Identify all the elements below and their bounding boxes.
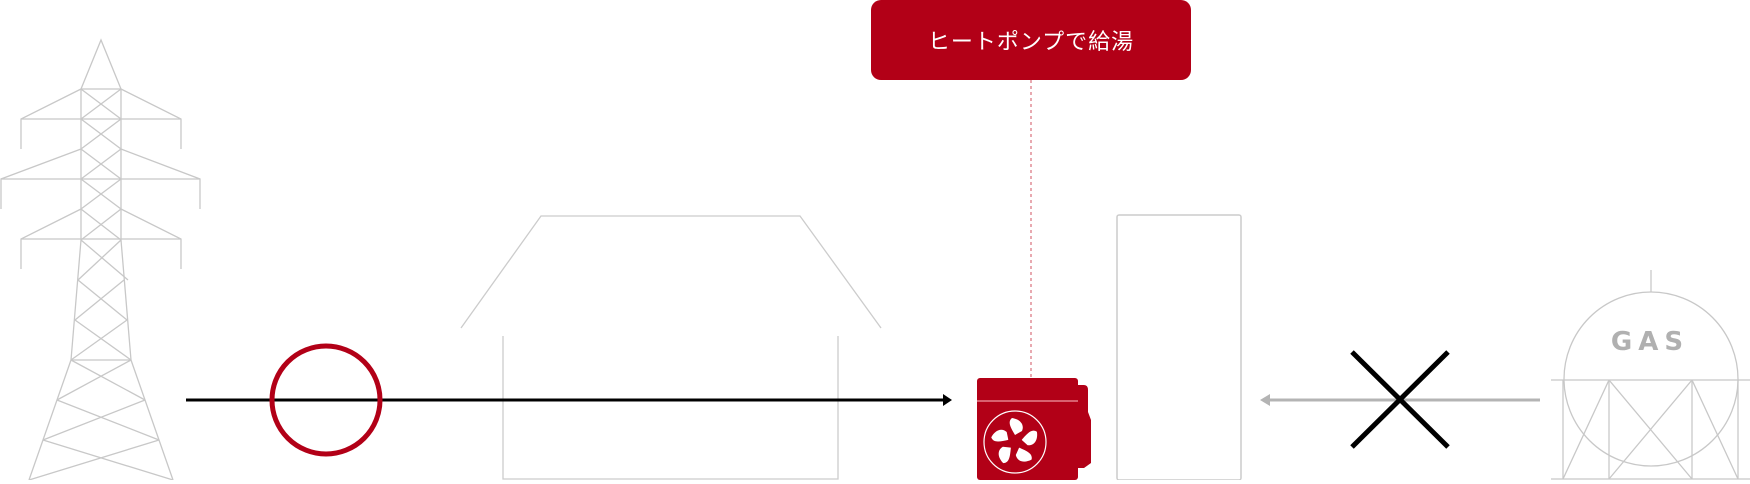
power-tower-icon <box>0 38 201 481</box>
allowed-circle-icon <box>269 343 383 457</box>
house-icon <box>460 215 882 480</box>
blocked-cross-icon <box>1350 350 1450 449</box>
gas-tank-icon <box>1551 270 1750 480</box>
heat-pump-icon <box>977 378 1091 480</box>
electric-flow-arrow <box>186 394 952 406</box>
hot-water-tank-icon <box>1116 214 1242 481</box>
gas-label: GAS <box>1611 327 1689 357</box>
heat-pump-callout: ヒートポンプで給湯 <box>871 0 1191 80</box>
callout-label: ヒートポンプで給湯 <box>927 30 1135 55</box>
